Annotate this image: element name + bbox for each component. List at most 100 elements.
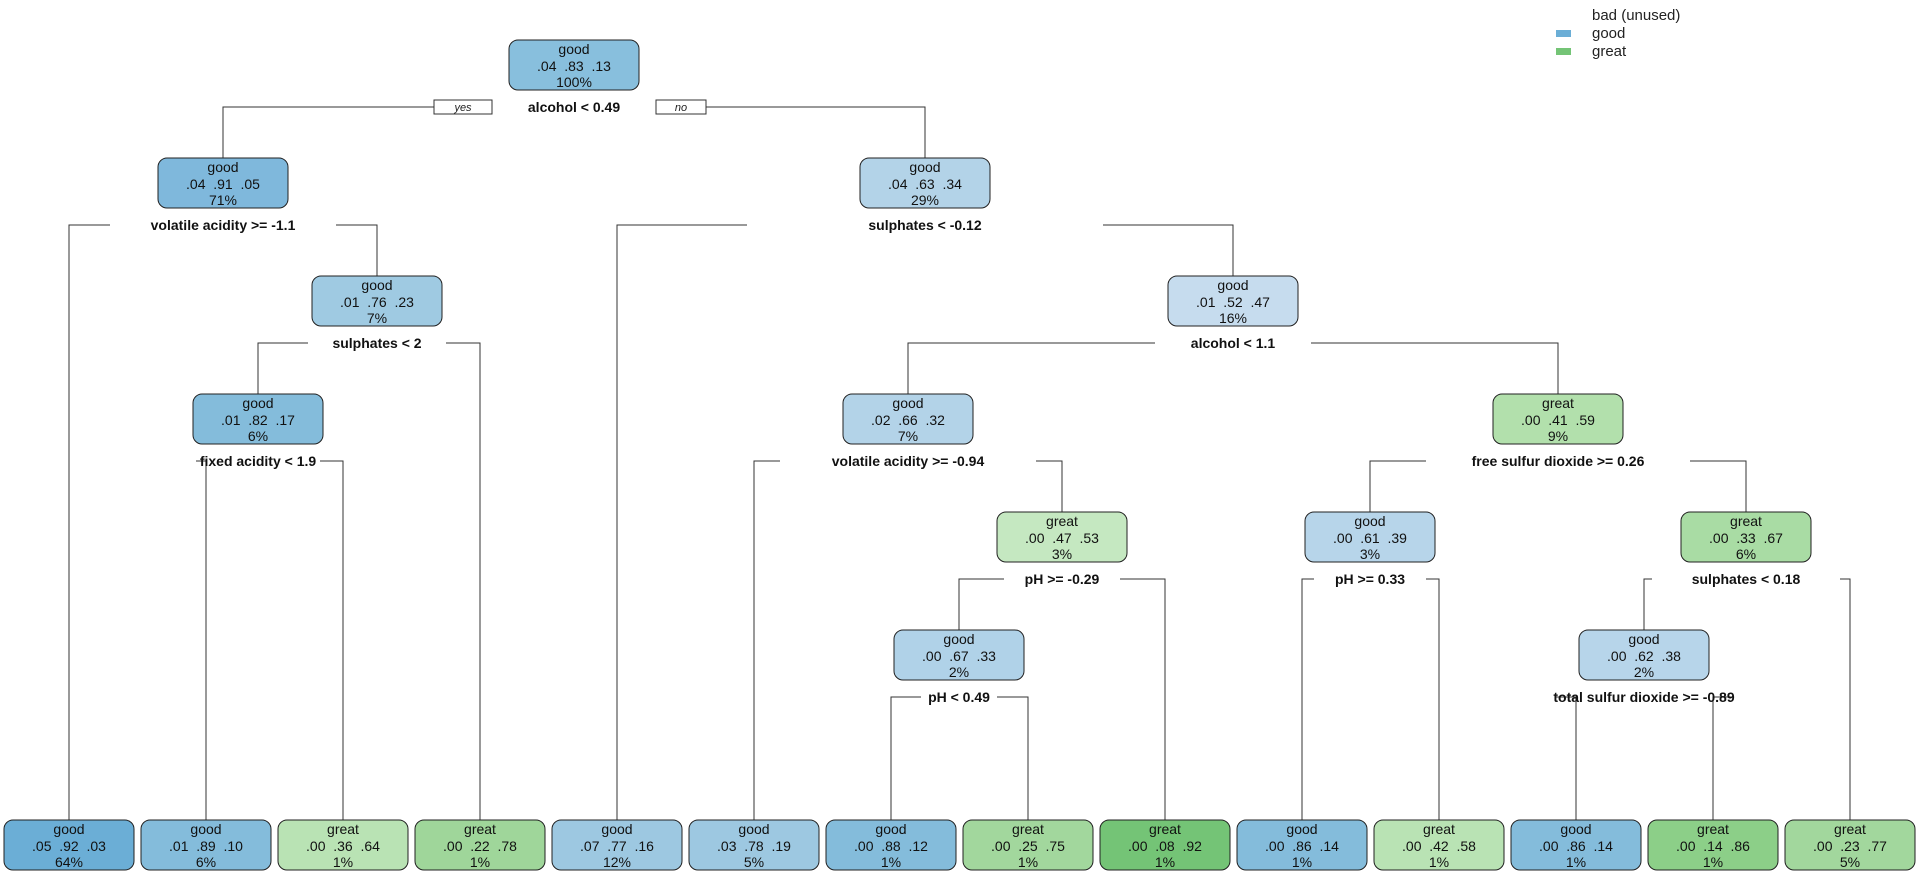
node-percentage: 9% [1548,428,1568,444]
node-probabilities: .04 .63 .34 [888,176,962,192]
tree-edge [222,106,492,158]
node-box [1373,819,1505,871]
split-rule: pH >= 0.33 [1335,571,1405,587]
tree-edge [907,342,1155,394]
node-probabilities: .00 .42 .58 [1402,838,1476,854]
tree-edge [958,578,1004,630]
node-percentage: 1% [1566,854,1586,870]
node-box [1578,629,1710,681]
node-probabilities: .02 .66 .32 [871,412,945,428]
node-class-label: good [1217,277,1248,293]
node-probabilities: .00 .14 .86 [1676,838,1750,854]
legend-item-good: good [1556,24,1680,42]
node-percentage: 1% [333,854,353,870]
node-percentage: 3% [1052,546,1072,562]
node-probabilities: .00 .23 .77 [1813,838,1887,854]
tree-edge [1690,460,1747,512]
node-box [1304,511,1436,563]
leaf-node: good.00 .88 .121% [825,819,957,871]
tree-edge [68,224,110,820]
node-probabilities: .00 .25 .75 [991,838,1065,854]
split-node: great.00 .47 .533%pH >= -0.29 [996,511,1128,587]
node-class-label: good [909,159,940,175]
tree-edge [656,106,926,158]
leaf-node: great.00 .23 .775% [1784,819,1916,871]
leaf-node: great.00 .08 .921% [1099,819,1231,871]
node-class-label: good [361,277,392,293]
node-probabilities: .00 .62 .38 [1607,648,1681,664]
node-class-label: good [1560,821,1591,837]
legend-item-bad: bad (unused) [1556,6,1680,24]
split-rule: free sulfur dioxide >= 0.26 [1472,453,1645,469]
legend-label-good: good [1592,24,1626,42]
node-box [414,819,546,871]
node-box [1680,511,1812,563]
node-probabilities: .00 .67 .33 [922,648,996,664]
node-class-label: good [1354,513,1385,529]
legend-swatch-good [1556,29,1571,37]
tree-edge [1036,460,1063,512]
legend-swatch-great [1556,47,1571,55]
split-rule: sulphates < -0.12 [868,217,981,233]
node-probabilities: .00 .36 .64 [306,838,380,854]
split-rule: volatile acidity >= -0.94 [832,453,985,469]
node-class-label: great [1046,513,1078,529]
tree-edge [1120,578,1166,820]
leaf-node: good.03 .78 .195% [688,819,820,871]
node-box [1510,819,1642,871]
tree-edge [336,224,378,276]
leaf-node: great.00 .25 .751% [962,819,1094,871]
node-percentage: 3% [1360,546,1380,562]
split-rule: total sulfur dioxide >= -0.89 [1553,689,1734,705]
node-percentage: 1% [881,854,901,870]
node-box [192,393,324,445]
node-percentage: 2% [949,664,969,680]
node-box [1167,275,1299,327]
node-probabilities: .00 .33 .67 [1709,530,1783,546]
node-percentage: 6% [196,854,216,870]
leaf-node: good.00 .86 .141% [1236,819,1368,871]
node-box [1099,819,1231,871]
split-rule: sulphates < 0.18 [1692,571,1801,587]
node-box [1647,819,1779,871]
split-rule: pH >= -0.29 [1025,571,1100,587]
leaf-node: great.00 .14 .861% [1647,819,1779,871]
node-class-label: good [53,821,84,837]
node-probabilities: .01 .82 .17 [221,412,295,428]
node-probabilities: .00 .61 .39 [1333,530,1407,546]
split-rule: alcohol < 0.49 [528,99,620,115]
edge-label-yes: yes [433,99,493,115]
node-box [1236,819,1368,871]
split-rule: alcohol < 1.1 [1191,335,1276,351]
node-percentage: 1% [1429,854,1449,870]
node-percentage: 1% [1703,854,1723,870]
node-percentage: 2% [1634,664,1654,680]
legend-label-great: great [1592,42,1627,60]
node-probabilities: .01 .52 .47 [1196,294,1270,310]
node-percentage: 16% [1219,310,1247,326]
split-node: good.02 .66 .327%volatile acidity >= -0.… [832,393,985,469]
edge-label-no: no [655,99,707,115]
node-class-label: good [943,631,974,647]
node-class-label: good [207,159,238,175]
node-percentage: 5% [1840,854,1860,870]
node-percentage: 1% [470,854,490,870]
node-probabilities: .00 .86 .14 [1539,838,1613,854]
node-box [551,819,683,871]
node-probabilities: .00 .41 .59 [1521,412,1595,428]
leaf-node: good.00 .86 .141% [1510,819,1642,871]
node-probabilities: .01 .76 .23 [340,294,414,310]
node-percentage: 71% [209,192,237,208]
legend: bad (unused) good great [1556,6,1680,60]
node-class-label: good [601,821,632,837]
tree-edge [616,224,747,820]
tree-edge [1103,224,1234,276]
node-percentage: 1% [1018,854,1038,870]
node-probabilities: .05 .92 .03 [32,838,106,854]
node-box [508,39,640,91]
